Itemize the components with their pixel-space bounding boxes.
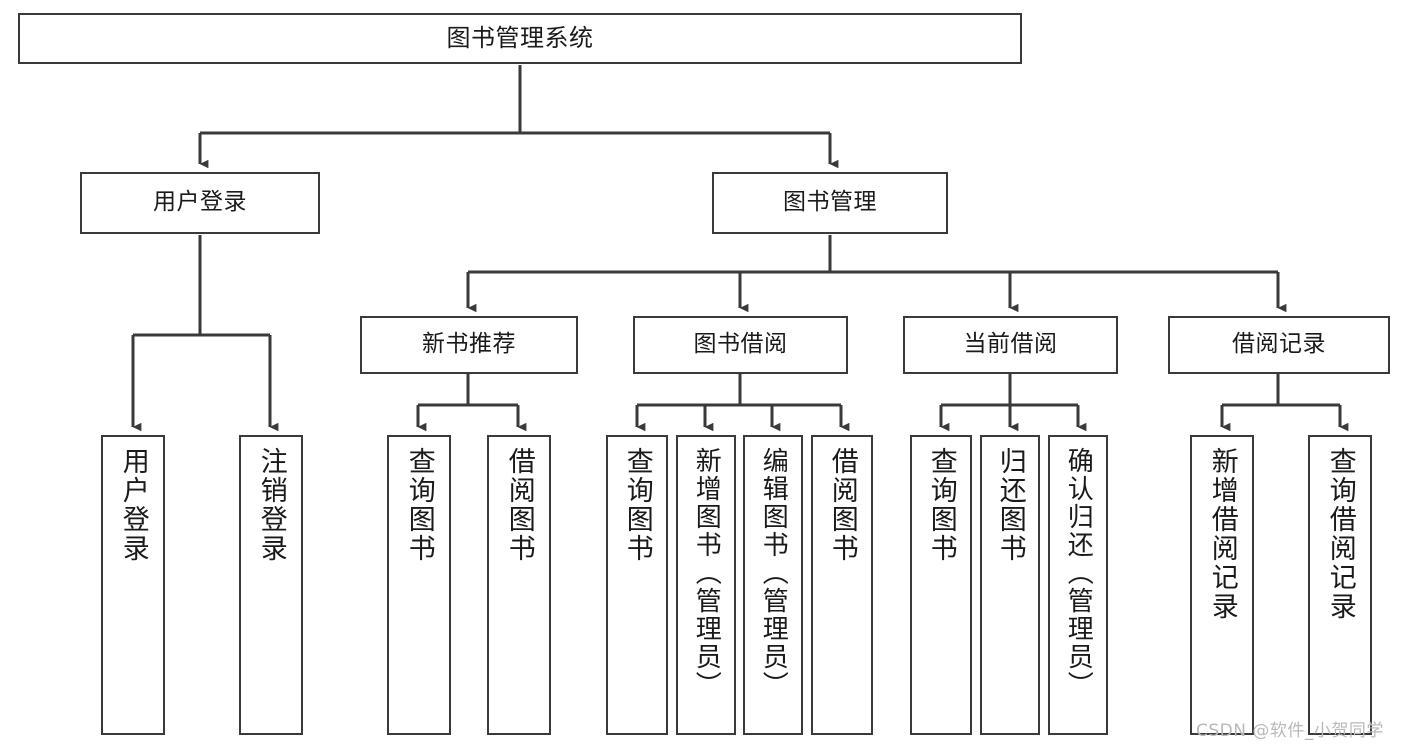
node-label: 图书借阅 (693, 331, 788, 358)
leaf-logout-login[interactable]: 注销登录 (239, 435, 303, 735)
node-label: 新增借阅记录 (1206, 447, 1238, 621)
node-label: 查询图书 (403, 447, 435, 563)
csdn-watermark: CSDN @软件_小贺同学 (1196, 721, 1384, 741)
leaf-add-book-admin[interactable]: 新增图书（管理员） (676, 435, 736, 735)
node-label: 确认归还（管理员） (1063, 447, 1094, 699)
leaf-borrow-book-borrow[interactable]: 借阅图书 (811, 435, 873, 735)
node-root-book-management-system[interactable]: 图书管理系统 (18, 13, 1022, 64)
node-label: 用户登录 (153, 189, 247, 216)
node-book-management[interactable]: 图书管理 (712, 172, 948, 234)
node-current-borrow[interactable]: 当前借阅 (903, 316, 1118, 374)
node-label: 归还图书 (994, 447, 1026, 563)
node-label: 查询图书 (925, 447, 957, 563)
node-book-borrow[interactable]: 图书借阅 (633, 316, 848, 374)
node-borrow-record[interactable]: 借阅记录 (1168, 316, 1390, 374)
leaf-borrow-book-recommend[interactable]: 借阅图书 (487, 435, 551, 735)
node-label: 查询借阅记录 (1324, 447, 1356, 621)
node-label: 借阅图书 (503, 447, 535, 563)
leaf-user-login[interactable]: 用户登录 (101, 435, 165, 735)
node-label: 查询图书 (621, 447, 653, 563)
node-label: 图书管理 (783, 189, 877, 216)
leaf-query-borrow-record[interactable]: 查询借阅记录 (1308, 435, 1372, 735)
leaf-add-borrow-record[interactable]: 新增借阅记录 (1190, 435, 1254, 735)
leaf-return-book[interactable]: 归还图书 (980, 435, 1040, 735)
node-user-login[interactable]: 用户登录 (80, 172, 320, 234)
leaf-query-book-borrow[interactable]: 查询图书 (606, 435, 668, 735)
node-new-book-recommend[interactable]: 新书推荐 (360, 316, 578, 374)
leaf-edit-book-admin[interactable]: 编辑图书（管理员） (743, 435, 803, 735)
node-label: 当前借阅 (963, 331, 1058, 358)
node-label: 注销登录 (255, 447, 287, 563)
leaf-query-book-current[interactable]: 查询图书 (910, 435, 972, 735)
leaf-confirm-return-admin[interactable]: 确认归还（管理员） (1048, 435, 1108, 735)
node-label: 借阅图书 (826, 447, 858, 563)
node-label: 图书管理系统 (446, 24, 594, 53)
node-label: 借阅记录 (1232, 331, 1326, 358)
node-label: 用户登录 (117, 447, 149, 563)
node-label: 新书推荐 (422, 331, 516, 358)
leaf-query-book-recommend[interactable]: 查询图书 (387, 435, 451, 735)
node-label: 新增图书（管理员） (691, 447, 722, 699)
node-label: 编辑图书（管理员） (758, 447, 789, 699)
